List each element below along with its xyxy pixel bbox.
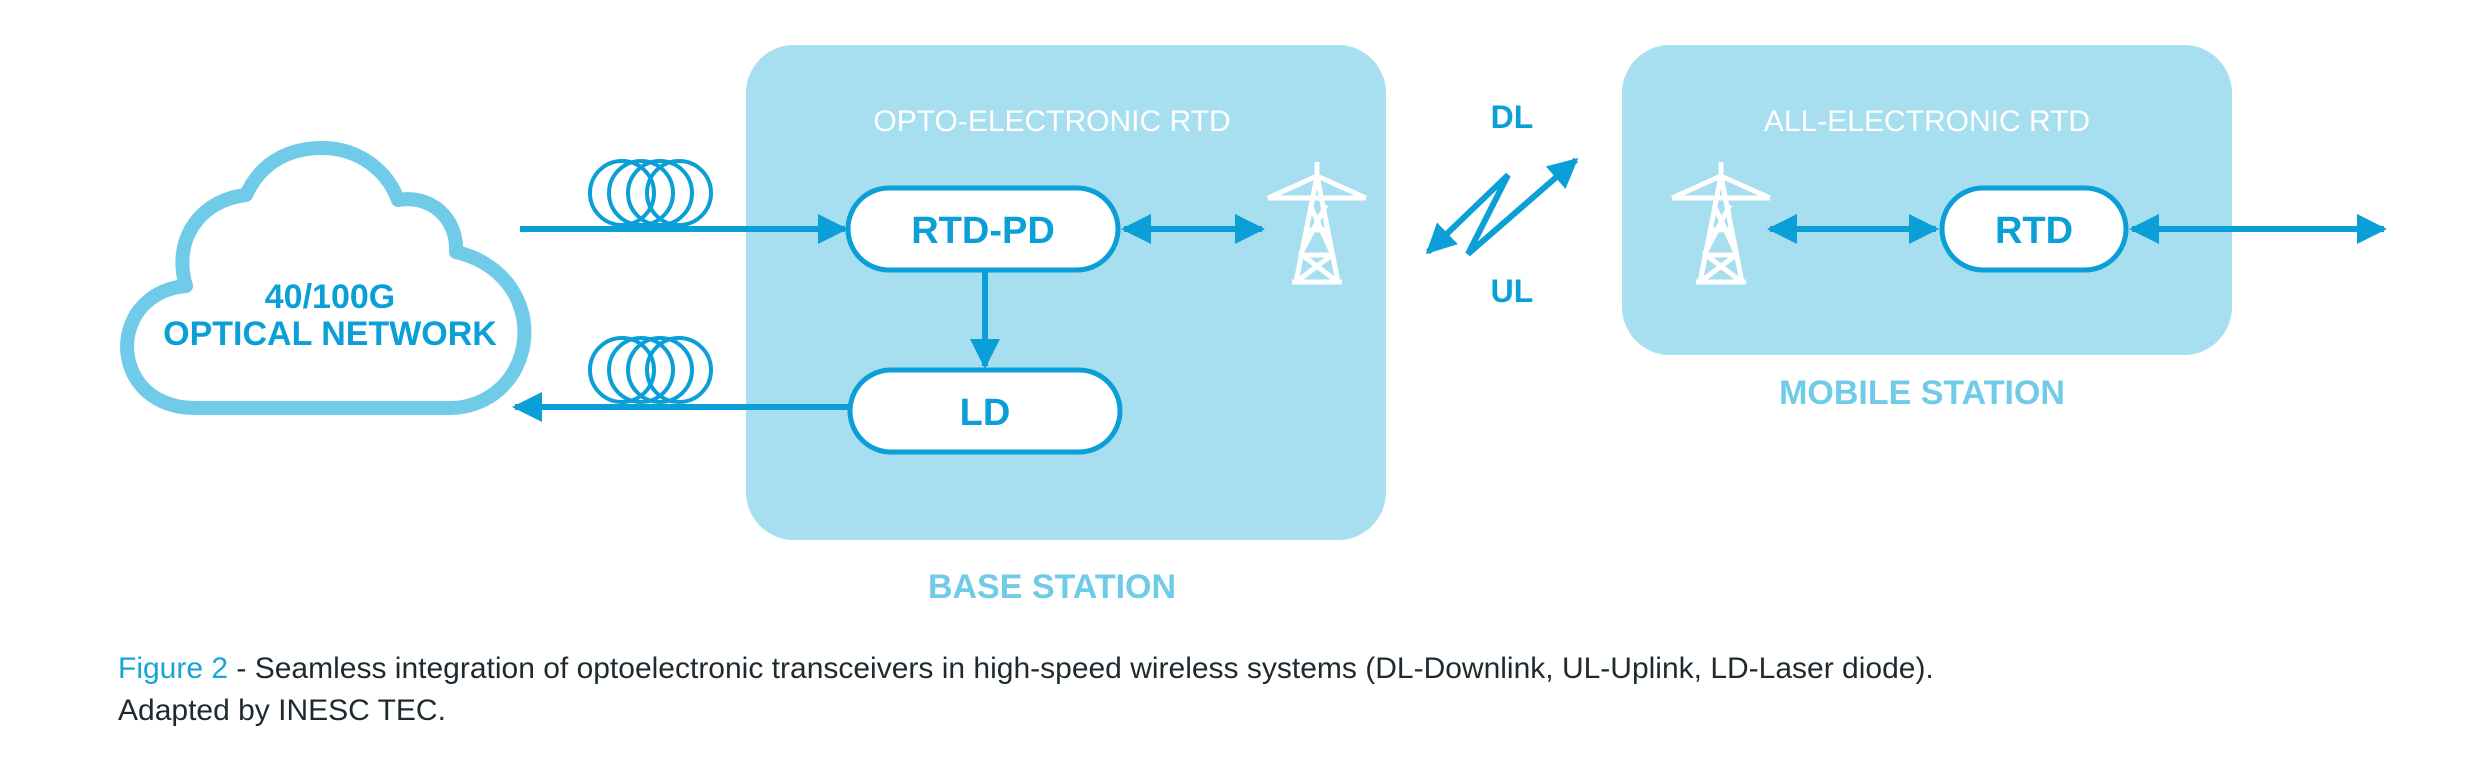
antenna-tower-icon bbox=[1670, 162, 1772, 285]
fiber-coil-icon bbox=[588, 336, 713, 404]
figure-caption: Figure 2 - Seamless integration of optoe… bbox=[118, 648, 2418, 732]
figure-label: Figure 2 bbox=[118, 652, 229, 685]
rtd-label: RTD bbox=[1995, 210, 2073, 252]
base-station-label: BASE STATION bbox=[928, 568, 1176, 606]
cloud-label-line1: 40/100G bbox=[265, 278, 395, 316]
caption-text: - Seamless integration of optoelectronic… bbox=[228, 652, 1934, 685]
antenna-tower-icon bbox=[1266, 162, 1368, 285]
ld-node bbox=[847, 367, 1123, 455]
mobile-station-label: MOBILE STATION bbox=[1779, 374, 2065, 412]
ld-label: LD bbox=[960, 392, 1011, 434]
cloud-label-line2: OPTICAL NETWORK bbox=[163, 315, 497, 353]
mobile-station-panel bbox=[1622, 45, 2232, 355]
caption-line1: Figure 2 - Seamless integration of optoe… bbox=[118, 648, 2418, 690]
diagram-svg: OPTO-ELECTRONIC RTD ALL-ELECTRONIC RTD 4… bbox=[120, 45, 2387, 606]
rtd-pd-label: RTD-PD bbox=[911, 210, 1055, 252]
uplink-label: UL bbox=[1491, 273, 1534, 309]
cloud-icon bbox=[120, 141, 532, 415]
base-station-panel-title: OPTO-ELECTRONIC RTD bbox=[873, 105, 1230, 138]
fiber-coil-icon bbox=[588, 159, 713, 227]
rtd-node bbox=[1939, 185, 2129, 273]
downlink-label: DL bbox=[1491, 99, 1534, 135]
mobile-station-panel-title: ALL-ELECTRONIC RTD bbox=[1764, 105, 2090, 138]
caption-credit: Adapted by INESC TEC. bbox=[118, 694, 446, 727]
rtd-pd-node bbox=[845, 185, 1121, 273]
lightning-link-icon bbox=[1425, 157, 1579, 257]
